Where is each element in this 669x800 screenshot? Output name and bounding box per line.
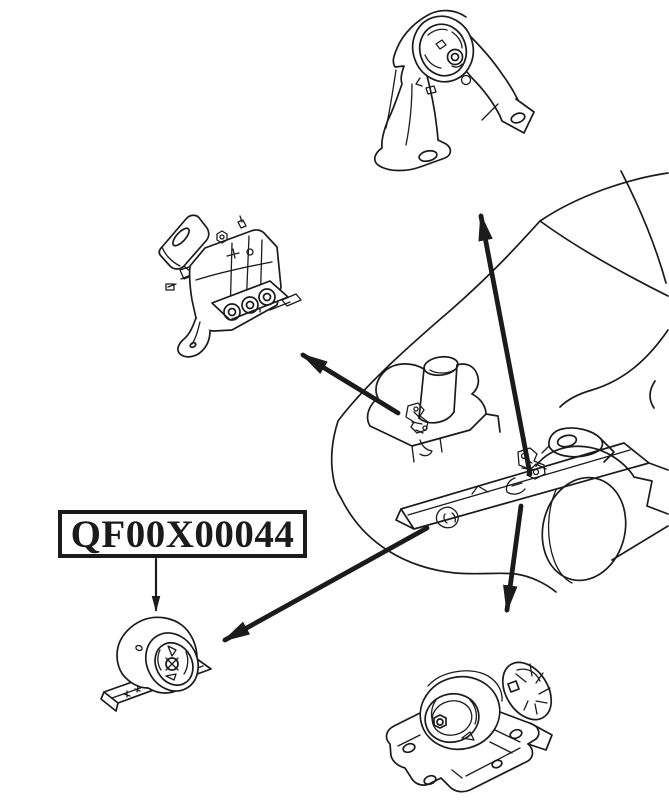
callout-arrow-upper-left-icon [300,352,401,416]
vehicle-front-outline [330,170,669,593]
top-bolts [216,215,254,259]
drum-pin-hole [135,644,143,652]
bumper-line [340,497,557,593]
part-number-text: QF00X00044 [70,512,295,556]
mount-drum [419,670,521,754]
transmission-mount-drawing [385,661,553,793]
rear-engine-mount-drawing [373,9,535,172]
subframe-beam [395,442,669,530]
strap-slot [172,227,190,247]
bushing-ring [411,15,475,95]
engine-mount-location-center [505,447,546,495]
right-engine-mount-drawing [158,214,302,358]
engine-mount-location-left [405,402,433,457]
fender-crease-line [559,329,669,408]
damper-spokes [515,663,551,715]
front-left-edge [330,420,342,499]
callout-arrow-lower-left-icon [222,525,430,643]
bushing-spokes [157,645,189,681]
plate-bolts [123,685,141,698]
foot-hole [418,149,438,163]
callout-arrows [151,212,533,643]
front-wheel [535,445,669,584]
bushing-detail-scribble [415,28,463,95]
mirror-mark [649,380,656,409]
front-engine-mount-drawing [100,616,212,712]
bushing-face-ring [144,632,200,692]
damper-wheel [501,661,553,721]
engine-block-sketch [366,355,501,463]
hood-line [337,172,669,422]
side-tab [269,293,302,311]
fender-top-line [539,220,669,297]
callout-arrow-down-icon [503,503,524,614]
windshield-line [620,170,667,284]
part-number-label[interactable]: QF00X00044 [58,510,307,558]
lower-foot [177,317,211,358]
tow-bracket [541,427,615,463]
callout-arrow-up-icon [478,212,533,477]
arm-foot-hole [510,112,526,124]
